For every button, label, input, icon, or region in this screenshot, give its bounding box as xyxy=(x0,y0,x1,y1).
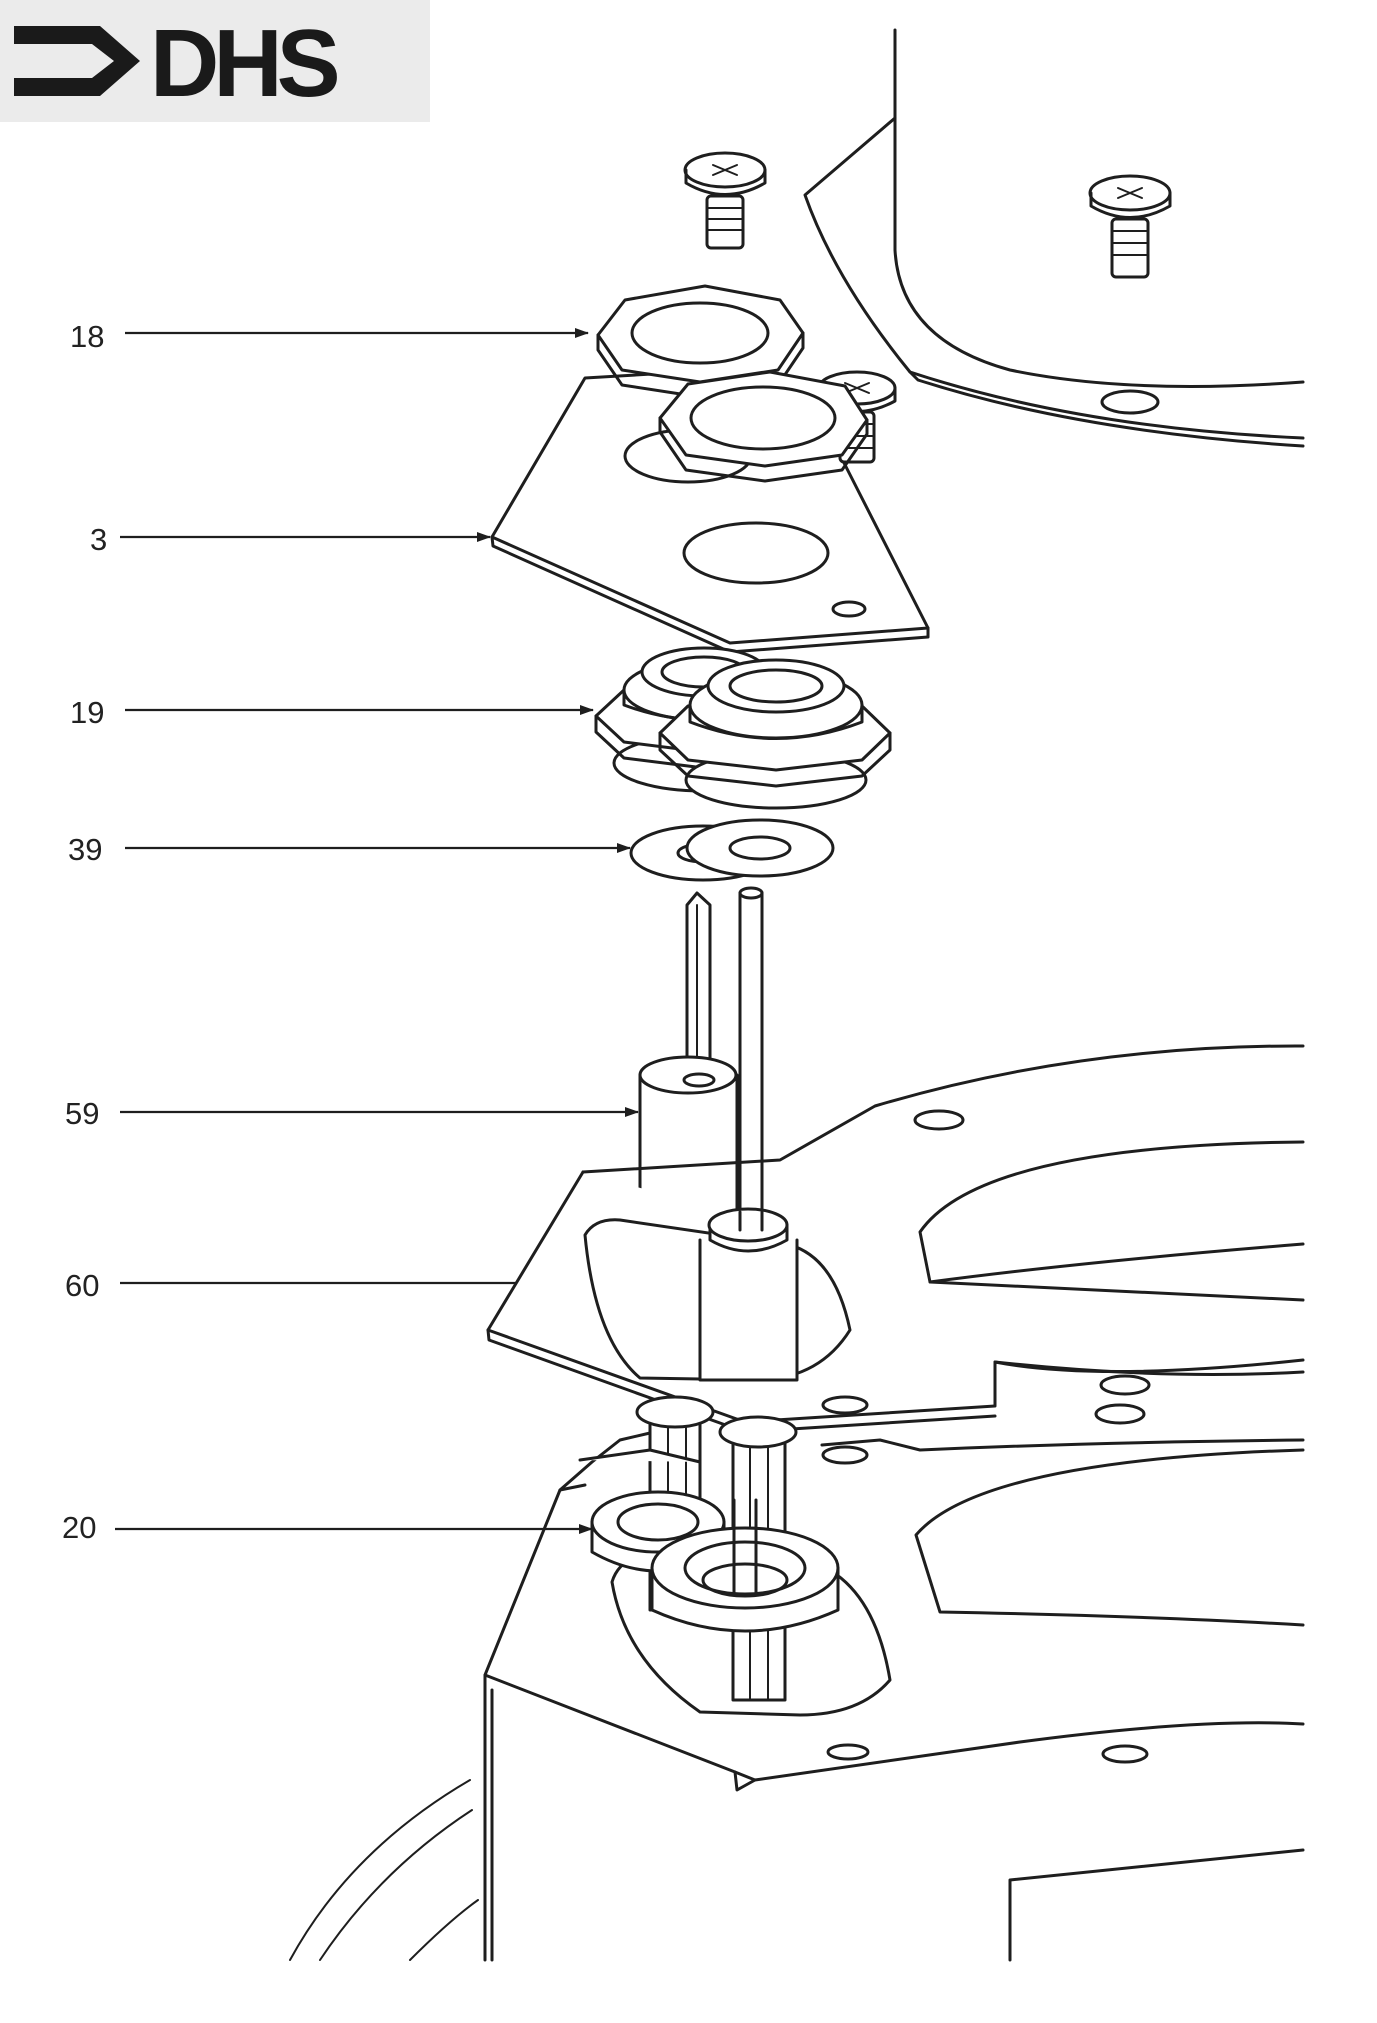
base-block xyxy=(289,1431,1305,1962)
callout-39: 39 xyxy=(68,832,103,867)
screw-top-right xyxy=(1088,174,1172,279)
dhs-logo-mark: DHS xyxy=(14,10,344,117)
lower-plate xyxy=(486,1044,1305,1434)
hex-nut-right xyxy=(658,370,869,483)
electrode-round xyxy=(738,886,764,1222)
logo-text: DHS xyxy=(150,10,338,117)
callout-59: 59 xyxy=(65,1096,100,1131)
callout-3: 3 xyxy=(90,522,108,557)
callout-18: 18 xyxy=(70,319,105,354)
electrode-flat xyxy=(685,891,712,1084)
callout-20: 20 xyxy=(62,1510,97,1545)
hex-nut-left xyxy=(596,284,805,399)
lower-bushing-right xyxy=(650,1498,840,1633)
dhs-logo: DHS xyxy=(0,0,430,122)
upper-housing xyxy=(803,28,1305,448)
washers xyxy=(629,818,835,882)
screw-top-left xyxy=(683,151,767,250)
insulator-60 xyxy=(698,1207,799,1382)
callout-60: 60 xyxy=(65,1268,100,1303)
bushing-right xyxy=(658,658,892,810)
callout-19: 19 xyxy=(70,695,105,730)
